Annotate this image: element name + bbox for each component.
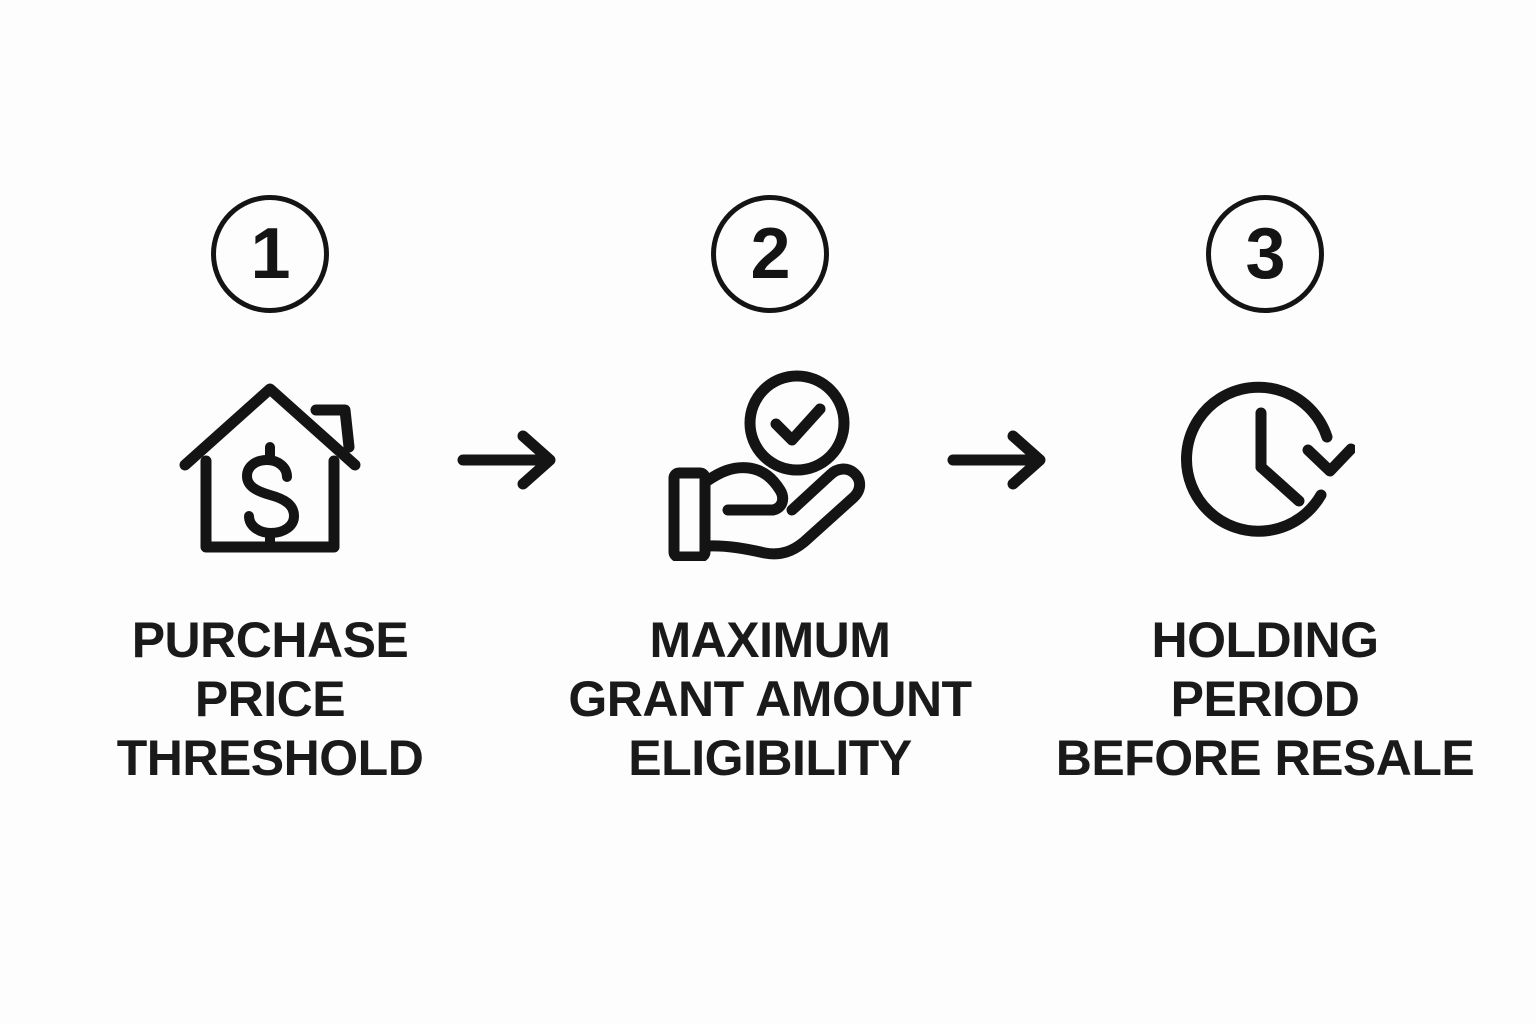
connector-arrow-2 [945,425,1055,495]
step-caption-1: PURCHASE PRICE THRESHOLD [117,611,424,788]
caption-line: GRANT AMOUNT [568,671,972,727]
step-number-badge-2: 2 [711,195,829,313]
process-step-3: 3 HOLDING PERIOD BEFORE RESALE [1035,195,1495,788]
step-number-badge-3: 3 [1206,195,1324,313]
caption-line: PRICE [194,671,346,727]
caption-line: ELIGIBILITY [628,730,912,786]
connector-arrow-1 [455,425,565,495]
caption-line: THRESHOLD [116,730,424,786]
arrow-right-icon [457,430,556,490]
caption-line: PERIOD [1170,671,1360,727]
step-icon-slot-1 [177,365,363,565]
caption-line: HOLDING [1151,612,1379,668]
hand-holding-check-icon [668,370,866,561]
caption-line: PURCHASE [131,612,409,668]
house-dollar-icon [179,383,361,553]
caption-line: BEFORE RESALE [1055,730,1475,786]
process-step-2: 2 MAXIMUM GRANT AMOUNT ELIGIBI [540,195,1000,788]
arrow-right-icon [947,430,1046,490]
step-icon-slot-2 [665,365,875,565]
process-step-1: 1 PURCHASE [40,195,500,788]
step-number-3: 3 [1245,214,1285,294]
step-number-1: 1 [250,214,290,294]
step-caption-2: MAXIMUM GRANT AMOUNT ELIGIBILITY [568,611,972,788]
caption-line: MAXIMUM [649,612,891,668]
step-number-2: 2 [750,214,790,294]
clock-arrow-icon [1181,381,1355,537]
step-number-badge-1: 1 [211,195,329,313]
step-icon-slot-3 [1175,365,1355,565]
step-caption-3: HOLDING PERIOD BEFORE RESALE [1056,611,1475,788]
